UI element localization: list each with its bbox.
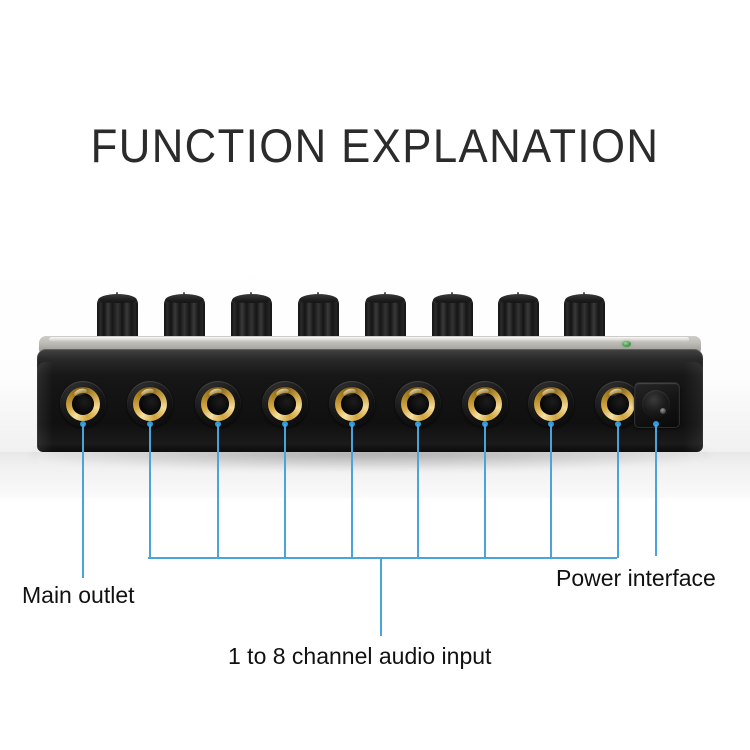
jack-socket-hole xyxy=(72,393,94,415)
knob-top-face xyxy=(165,294,204,303)
callout-label-audio-input: 1 to 8 channel audio input xyxy=(228,643,492,669)
dc-barrel-icon xyxy=(642,390,670,418)
knob-top-face xyxy=(499,294,538,303)
callout-label-main-outlet: Main outlet xyxy=(22,582,135,608)
knob-top-face xyxy=(366,294,405,303)
jack-socket-hole xyxy=(540,393,562,415)
callout-line-main-outlet xyxy=(82,424,84,578)
audio-input-jack-2[interactable] xyxy=(195,381,241,427)
main-outlet-jack[interactable] xyxy=(60,381,106,427)
dc-center-pin-icon xyxy=(660,408,666,414)
jack-socket-hole xyxy=(207,393,229,415)
jack-socket-hole xyxy=(274,393,296,415)
jack-socket-hole xyxy=(607,393,629,415)
audio-input-jack-1[interactable] xyxy=(127,381,173,427)
power-led-icon xyxy=(622,341,631,347)
audio-input-jack-3[interactable] xyxy=(262,381,308,427)
knob-top-face xyxy=(299,294,338,303)
front-panel-sheen xyxy=(37,349,703,375)
jack-socket-hole xyxy=(139,393,161,415)
page-title: FUNCTION EXPLANATION xyxy=(90,119,660,172)
audio-input-jack-7[interactable] xyxy=(528,381,574,427)
device-right-edge xyxy=(683,362,703,465)
audio-input-jack-4[interactable] xyxy=(329,381,375,427)
callout-label-power-interface: Power interface xyxy=(556,565,716,591)
callout-line-channel-3 xyxy=(284,424,286,558)
jack-socket-hole xyxy=(474,393,496,415)
callout-line-channel-4 xyxy=(351,424,353,558)
callout-line-channel-7 xyxy=(550,424,552,558)
device-drop-shadow xyxy=(30,450,710,470)
callout-bracket-audio-input xyxy=(148,557,617,559)
callout-line-channel-6 xyxy=(484,424,486,558)
audio-input-jack-8[interactable] xyxy=(595,381,641,427)
surface-reflection xyxy=(0,452,750,498)
top-panel-highlight xyxy=(49,337,690,342)
dc-power-jack xyxy=(634,382,680,428)
callout-line-audio-input-stem xyxy=(380,558,382,636)
callout-line-power-interface xyxy=(655,424,657,556)
audio-input-jack-5[interactable] xyxy=(395,381,441,427)
knob-top-face xyxy=(98,294,137,303)
jack-socket-hole xyxy=(407,393,429,415)
callout-line-channel-2 xyxy=(217,424,219,558)
knob-top-face xyxy=(565,294,604,303)
callout-line-channel-5 xyxy=(417,424,419,558)
callout-line-channel-8 xyxy=(617,424,619,558)
jack-socket-hole xyxy=(341,393,363,415)
device-left-edge xyxy=(37,362,53,465)
knob-top-face xyxy=(433,294,472,303)
callout-line-channel-1 xyxy=(149,424,151,558)
audio-input-jack-6[interactable] xyxy=(462,381,508,427)
knob-top-face xyxy=(232,294,271,303)
